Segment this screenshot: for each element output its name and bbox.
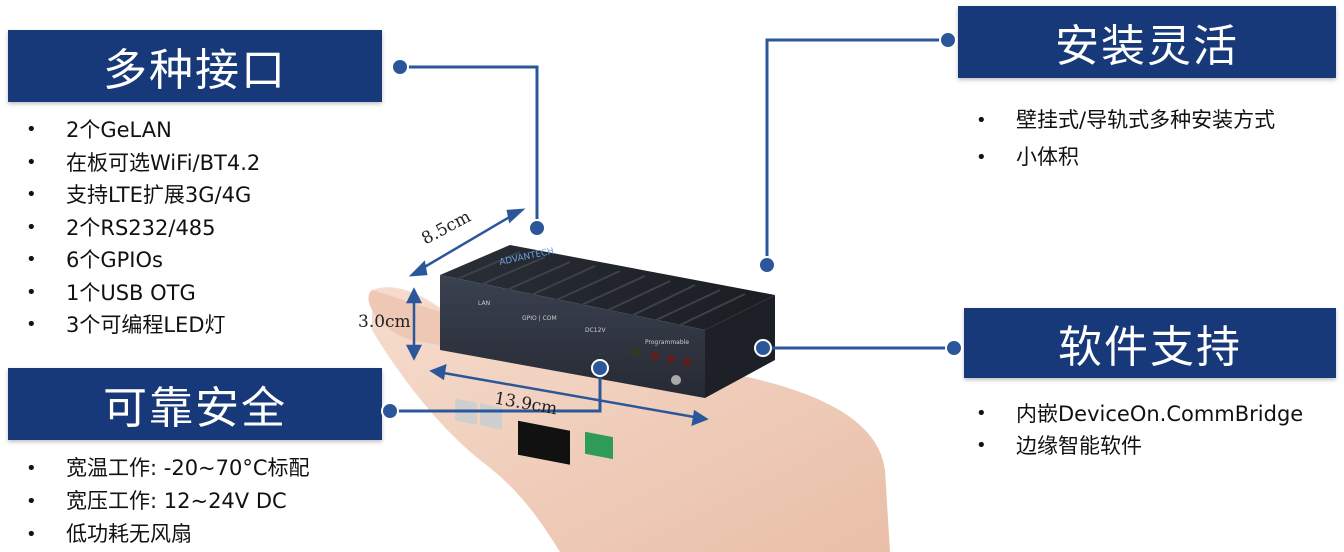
led-indicators [630,347,692,367]
banner-title: 多种接口 [103,45,287,96]
list-item: 在板可选WiFi/BT4.2 [26,147,260,180]
banner-reliability: 可靠安全 [8,368,382,440]
list-item: 内嵌DeviceOn.CommBridge [976,398,1303,430]
dimension-height-label: 3.0cm [358,312,411,332]
connector-lines [390,38,954,413]
heatsink-fins [454,251,746,327]
interfaces-list: 2个GeLAN 在板可选WiFi/BT4.2 支持LTE扩展3G/4G 2个RS… [26,114,260,342]
list-item: 壁挂式/导轨式多种安装方式 [976,102,1275,139]
dimension-arrows [405,208,709,426]
device-front [440,275,705,398]
list-item: 边缘智能软件 [976,430,1303,462]
gpio-connector [518,420,570,465]
banner-title: 可靠安全 [103,383,287,434]
list-item: 支持LTE扩展3G/4G [26,179,260,212]
power-label: DC12V [585,327,606,334]
list-item: 宽温工作: -20~70°C标配 [26,452,310,485]
banner-title: 软件支持 [1058,322,1242,373]
list-item: 6个GPIOs [26,244,260,277]
list-item: 1个USB OTG [26,277,260,310]
list-item: 宽压工作: 12~24V DC [26,485,310,518]
device-side [705,295,775,398]
connector-dots [381,31,963,420]
ground-screw [671,375,681,385]
gpio-label: GPIO | COM [522,315,557,322]
banner-software: 软件支持 [964,308,1336,378]
power-connector [585,431,613,460]
list-item: 2个RS232/485 [26,212,260,245]
list-item: 低功耗无风扇 [26,518,310,551]
list-item: 3个可编程LED灯 [26,309,260,342]
lan-label: LAN [478,300,490,307]
reliability-list: 宽温工作: -20~70°C标配 宽压工作: 12~24V DC 低功耗无风扇 [26,452,310,551]
installation-list: 壁挂式/导轨式多种安装方式 小体积 [976,102,1275,176]
list-item: 2个GeLAN [26,114,260,147]
banner-installation: 安装灵活 [958,6,1336,78]
programmable-label: Programmable [645,339,689,346]
software-list: 内嵌DeviceOn.CommBridge 边缘智能软件 [976,398,1303,462]
banner-interfaces: 多种接口 [8,30,382,102]
list-item: 小体积 [976,139,1275,176]
thumb-image [368,290,450,345]
banner-title: 安装灵活 [1055,21,1239,72]
list-item-continuation: 边缘智能软件 [1016,434,1142,458]
